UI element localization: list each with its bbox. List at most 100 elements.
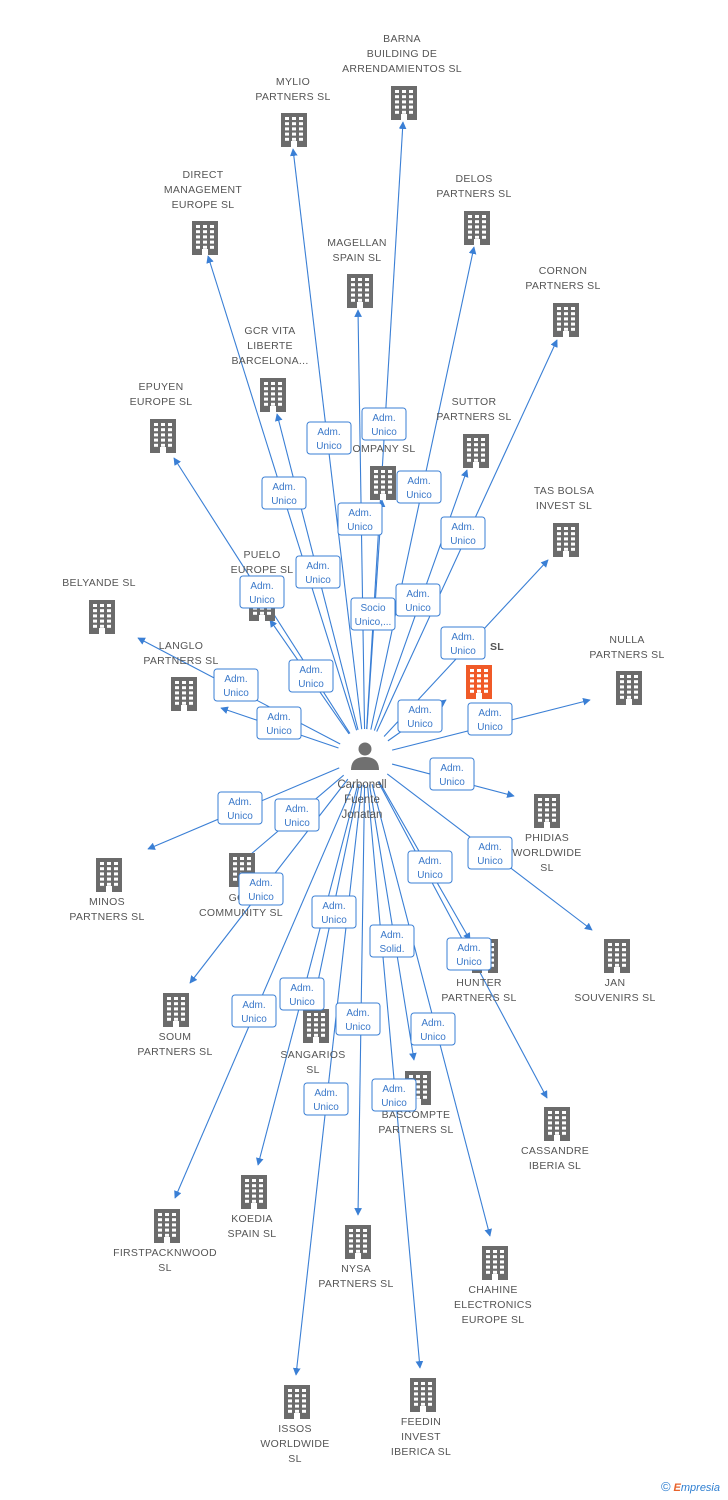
- role-label: Unico: [450, 536, 476, 547]
- company-label-line: INVEST SL: [536, 500, 592, 512]
- company-label-line: INVEST: [401, 1431, 441, 1443]
- role-badge-gor[interactable]: Adm.Unico: [274, 798, 320, 832]
- role-badge-jan[interactable]: Adm.Unico: [467, 836, 513, 870]
- company-label-line: PARTNERS SL: [441, 992, 516, 1004]
- role-badge-mylio[interactable]: Adm.Unico: [306, 421, 352, 455]
- building-icon: [482, 1246, 508, 1280]
- company-label-line: BARNA: [383, 33, 421, 45]
- role-badge-chahine[interactable]: Adm.Unico: [410, 1012, 456, 1046]
- role-label: Unico: [371, 427, 397, 438]
- role-label: Unico: [450, 646, 476, 657]
- role-label: Adm.: [299, 665, 322, 676]
- company-label-line: JAN: [605, 977, 626, 989]
- role-badge-magellan[interactable]: Adm.Unico: [337, 502, 383, 536]
- building-icon: [163, 993, 189, 1027]
- role-badge-issos[interactable]: Adm.Unico: [303, 1082, 349, 1116]
- role-badge-direct[interactable]: Adm.Unico: [261, 476, 307, 510]
- role-badge-suttor[interactable]: Adm.Unico: [395, 583, 441, 617]
- role-badge-company[interactable]: SocioUnico,...: [350, 597, 396, 631]
- role-badge-nysa[interactable]: Adm. Unico: [335, 1002, 381, 1036]
- role-badge-delos[interactable]: Adm.Unico: [396, 470, 442, 504]
- role-label: Adm.: [322, 901, 345, 912]
- building-icon: [616, 671, 642, 705]
- company-label-line: SL: [306, 1064, 319, 1076]
- company-node-highlight[interactable]: SL: [466, 641, 504, 699]
- role-badge-highlight[interactable]: Adm.Unico: [397, 699, 443, 733]
- role-label: Adm.: [249, 878, 272, 889]
- role-label: Adm.: [451, 632, 474, 643]
- role-badge-soum[interactable]: Adm.Unico: [238, 872, 284, 906]
- company-label-line: EUROPE SL: [172, 199, 235, 211]
- company-node-company[interactable]: OMPANY SL: [353, 443, 416, 500]
- role-badge-barna[interactable]: Adm. Unico: [361, 407, 407, 441]
- role-label: Adm.: [317, 427, 340, 438]
- role-label: Adm.: [346, 1008, 369, 1019]
- role-badge-bascompte[interactable]: Adm.Solid.: [369, 924, 415, 958]
- role-badge-hunter[interactable]: Adm.Unico: [407, 850, 453, 884]
- role-badge-minos[interactable]: Adm.Unico: [217, 791, 263, 825]
- roles-layer: Adm.UnicoAdm.UnicoAdm.UnicoAdm.UnicoAdm.…: [213, 407, 513, 1116]
- building-icon: [345, 1225, 371, 1259]
- company-node-gcr[interactable]: GCR VITALIBERTEBARCELONA...: [231, 325, 308, 412]
- company-label-line: SL: [490, 641, 504, 653]
- building-icon: [260, 378, 286, 412]
- role-label: Unico: [406, 490, 432, 501]
- role-label: Unico: [284, 818, 310, 829]
- company-label-line: NULLA: [609, 634, 644, 646]
- role-badge-epuyen[interactable]: Adm.Unico: [239, 575, 285, 609]
- role-label: Adm.: [372, 413, 395, 424]
- role-label: Adm.: [242, 1000, 265, 1011]
- role-badge-nulla[interactable]: Adm.Unico: [467, 702, 513, 736]
- building-icon: [463, 434, 489, 468]
- company-node-belyande[interactable]: BELYANDE SL: [62, 577, 136, 634]
- person-name-line: Fuente: [344, 794, 380, 806]
- role-badge-firstpack[interactable]: Adm.Unico: [231, 994, 277, 1028]
- role-badge-puelo[interactable]: Adm.Unico: [288, 659, 334, 693]
- company-node-tasbolsa[interactable]: TAS BOLSA INVEST SL: [534, 485, 594, 557]
- brand-initial: E: [673, 1482, 681, 1494]
- role-badge-gcr[interactable]: Adm.Unico: [295, 555, 341, 589]
- company-label-line: LIBERTE: [247, 340, 293, 352]
- company-label-line: COMMUNITY SL: [199, 907, 283, 919]
- role-label: Unico: [345, 1022, 371, 1033]
- role-badge-belyande[interactable]: Adm.Unico: [213, 668, 259, 702]
- role-badge-tasbolsa[interactable]: Adm. Unico: [440, 626, 486, 660]
- role-badge-sangarios[interactable]: Adm.Unico: [311, 895, 357, 929]
- role-badge-koedia[interactable]: Adm.Unico: [279, 977, 325, 1011]
- company-label-line: GCR VITA: [244, 325, 295, 337]
- company-label-line: TAS BOLSA: [534, 485, 594, 497]
- role-badge-langlo[interactable]: Adm.Unico: [256, 706, 302, 740]
- building-icon: [171, 677, 197, 711]
- role-label: Unico: [305, 575, 331, 586]
- role-badge-cornon[interactable]: Adm.Unico: [440, 516, 486, 550]
- role-badge-cassandre[interactable]: Adm.Unico: [446, 937, 492, 971]
- company-label-line: SOUM: [159, 1031, 192, 1043]
- role-badge-phidias[interactable]: Adm.Unico: [429, 757, 475, 791]
- edge-koedia: [256, 783, 359, 1166]
- role-badge-feedin[interactable]: Adm.Unico: [371, 1078, 417, 1112]
